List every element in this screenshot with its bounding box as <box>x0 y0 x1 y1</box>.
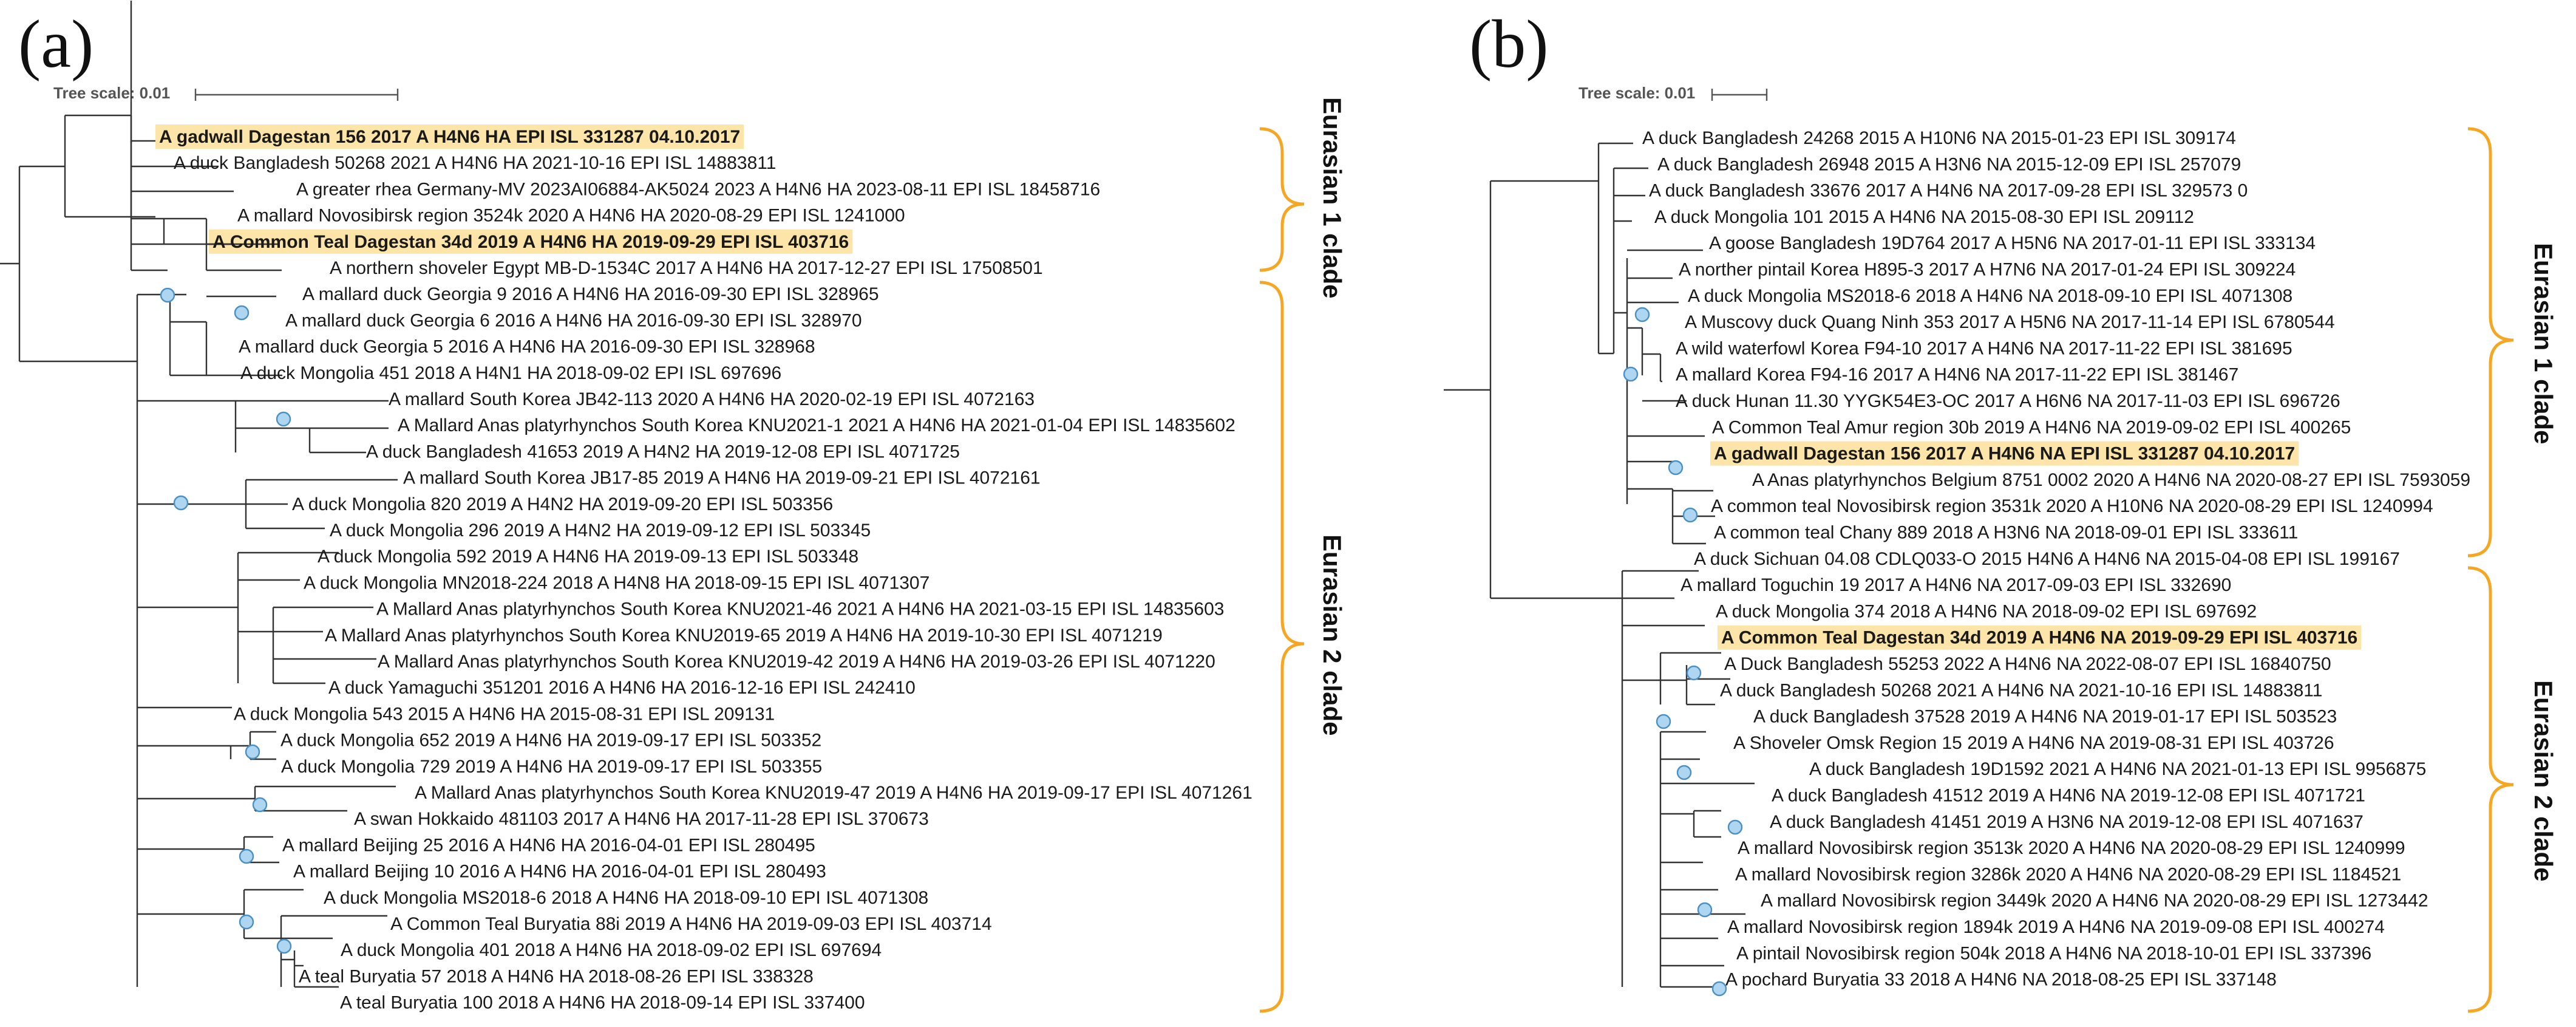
leaf-label: A common teal Novosibirsk region 3531k 2… <box>1711 496 2433 516</box>
leaf-label: A Shoveler Omsk Region 15 2019 A H4N6 NA… <box>1733 733 2334 753</box>
leaf-label: A duck Mongolia MS2018-6 2018 A H4N6 HA … <box>324 888 928 908</box>
leaf-label: A duck Mongolia 592 2019 A H4N6 HA 2019-… <box>318 547 858 567</box>
leaf-label: A Mallard Anas platyrhynchos South Korea… <box>325 626 1163 646</box>
leaf-label: A duck Bangladesh 37528 2019 A H4N6 NA 2… <box>1753 707 2337 727</box>
leaf-label: A common teal Chany 889 2018 A H3N6 NA 2… <box>1714 523 2298 543</box>
leaf-label: A greater rhea Germany-MV 2023AI06884-AK… <box>296 179 1100 199</box>
panel-a-scale-bar <box>194 89 399 101</box>
leaf-label: A duck Bangladesh 26948 2015 A H3N6 NA 2… <box>1657 154 2241 174</box>
leaf-label: A duck Mongolia 451 2018 A H4N1 HA 2018-… <box>240 363 781 383</box>
leaf-label: A mallard duck Georgia 5 2016 A H4N6 HA … <box>239 337 815 357</box>
panel-b-scale-bar <box>1711 89 1768 101</box>
leaf-label: A mallard Toguchin 19 2017 A H4N6 NA 201… <box>1681 575 2231 595</box>
leaf-label: A Duck Bangladesh 55253 2022 A H4N6 NA 2… <box>1724 654 2331 674</box>
leaf-label: A duck Bangladesh 50268 2021 A H4N6 HA 2… <box>174 153 776 173</box>
panel-a-clade-label-2: Eurasian 2 clade <box>1318 534 1347 736</box>
leaf-highlight <box>155 125 744 149</box>
leaf-label: A duck Bangladesh 24268 2015 A H10N6 NA … <box>1642 128 2236 148</box>
leaf-label: A duck Mongolia 543 2015 A H4N6 HA 2015-… <box>234 704 775 724</box>
leaf-label: A Mallard Anas platyrhynchos South Korea… <box>415 783 1252 803</box>
leaf-label: A duck Mongolia 729 2019 A H4N6 HA 2019-… <box>281 757 822 777</box>
leaf-label: A mallard Novosibirsk region 3524k 2020 … <box>237 206 905 226</box>
leaf-label: A Mallard Anas platyrhynchos South Korea… <box>398 415 1235 435</box>
leaf-label: A mallard duck Georgia 9 2016 A H4N6 HA … <box>302 284 879 304</box>
leaf-label: A Mallard Anas platyrhynchos South Korea… <box>376 599 1224 619</box>
panel-b-scale-label: Tree scale: 0.01 <box>1579 84 1695 102</box>
panel-b-tree: (b) Tree scale: 0.01 <box>1444 7 2558 1013</box>
leaf-label: A northern shoveler Egypt MB-D-1534C 201… <box>330 258 1043 278</box>
leaf-highlight <box>1710 441 2299 466</box>
leaf-label: A mallard duck Georgia 6 2016 A H4N6 HA … <box>285 310 862 330</box>
panel-a-clade-braces <box>1259 127 1305 1013</box>
leaf-label: A duck Bangladesh 50268 2021 A H4N6 NA 2… <box>1720 680 2322 700</box>
leaf-label: A norther pintail Korea H895-3 2017 A H7… <box>1679 260 2296 280</box>
leaf-label: A duck Bangladesh 41653 2019 A H4N2 HA 2… <box>366 442 960 462</box>
leaf-label: A duck Mongolia 652 2019 A H4N6 HA 2019-… <box>280 731 821 751</box>
panel-a-scale-label: Tree scale: 0.01 <box>53 84 170 102</box>
panel-b-clade-label-1: Eurasian 1 clade <box>2529 243 2558 445</box>
leaf-label: A mallard Novosibirsk region 1894k 2019 … <box>1727 917 2385 937</box>
leaf-label: A gadwall Dagestan 156 2017 A H4N6 NA EP… <box>1714 444 2295 464</box>
panel-a-support-nodes <box>160 287 292 954</box>
panel-a-tree: (a) Tree scale: 0.01 <box>0 1 1347 1013</box>
leaf-label: A duck Mongolia MS2018-6 2018 A H4N6 NA … <box>1688 286 2292 306</box>
leaf-label: A mallard Korea F94-16 2017 A H4N6 NA 20… <box>1676 365 2238 385</box>
leaf-label: A mallard Novosibirsk region 3513k 2020 … <box>1738 838 2405 858</box>
panel-a-label: (a) <box>18 7 93 82</box>
leaf-label: A Common Teal Dagestan 34d 2019 A H4N6 N… <box>1721 628 2357 648</box>
leaf-label: A duck Bangladesh 41512 2019 A H4N6 NA 2… <box>1772 786 2365 806</box>
leaf-label: A duck Mongolia 296 2019 A H4N2 HA 2019-… <box>330 520 871 541</box>
leaf-label: A teal Buryatia 100 2018 A H4N6 HA 2018-… <box>340 993 865 1013</box>
leaf-label: A pochard Buryatia 33 2018 A H4N6 NA 201… <box>1725 970 2277 990</box>
leaf-label: A mallard Beijing 25 2016 A H4N6 HA 2016… <box>282 835 815 855</box>
panel-b-clade-label-2: Eurasian 2 clade <box>2529 680 2558 882</box>
leaf-label: A Common Teal Buryatia 88i 2019 A H4N6 H… <box>390 914 992 934</box>
panel-b-support-nodes <box>1623 307 1743 997</box>
leaf-label: A Common Teal Dagestan 34d 2019 A H4N6 H… <box>212 232 849 252</box>
leaf-label: A Anas platyrhynchos Belgium 8751 0002 2… <box>1752 470 2470 490</box>
leaf-label: A wild waterfowl Korea F94-10 2017 A H4N… <box>1676 338 2292 358</box>
leaf-label: A duck Hunan 11.30 YYGK54E3-OC 2017 A H6… <box>1676 391 2340 411</box>
leaf-label: A swan Hokkaido 481103 2017 A H4N6 HA 20… <box>354 809 929 829</box>
leaf-label: A pintail Novosibirsk region 504k 2018 A… <box>1736 943 2371 963</box>
leaf-label: A duck Mongolia 374 2018 A H4N6 NA 2018-… <box>1716 601 2257 621</box>
leaf-label: A mallard South Korea JB42-113 2020 A H4… <box>389 389 1035 409</box>
leaf-label: A Common Teal Amur region 30b 2019 A H4N… <box>1712 417 2351 437</box>
leaf-label: A duck Bangladesh 19D1592 2021 A H4N6 NA… <box>1809 759 2426 779</box>
panel-a-branches <box>0 1 398 988</box>
panel-b-clade-braces <box>2467 127 2514 1013</box>
panel-b-leaf-labels: A duck Bangladesh 24268 2015 A H10N6 NA … <box>1642 128 2470 990</box>
leaf-label: A teal Buryatia 57 2018 A H4N6 HA 2018-0… <box>299 966 814 986</box>
leaf-highlight <box>209 229 853 254</box>
leaf-label: A duck Mongolia MN2018-224 2018 A H4N8 H… <box>304 573 929 593</box>
panel-a-clade-label-1: Eurasian 1 clade <box>1318 97 1347 299</box>
leaf-label: A duck Bangladesh 41451 2019 A H3N6 NA 2… <box>1770 812 2364 832</box>
leaf-label: A Mallard Anas platyrhynchos South Korea… <box>378 652 1215 672</box>
leaf-label: A duck Sichuan 04.08 CDLQ033-O 2015 H4N6… <box>1694 549 2400 569</box>
leaf-label: A duck Mongolia 401 2018 A H4N6 HA 2018-… <box>341 940 882 960</box>
leaf-label: A mallard Beijing 10 2016 A H4N6 HA 2016… <box>293 862 826 882</box>
panel-b-label: (b) <box>1469 7 1549 82</box>
leaf-highlight <box>1718 625 2362 650</box>
leaf-label: A duck Mongolia 820 2019 A H4N2 HA 2019-… <box>292 494 833 514</box>
leaf-label: A duck Mongolia 101 2015 A H4N6 NA 2015-… <box>1654 207 2194 227</box>
leaf-label: A gadwall Dagestan 156 2017 A H4N6 HA EP… <box>159 127 740 147</box>
leaf-label: A goose Bangladesh 19D764 2017 A H5N6 NA… <box>1709 233 2316 253</box>
leaf-label: A mallard South Korea JB17-85 2019 A H4N… <box>403 468 1041 488</box>
leaf-label: A Muscovy duck Quang Ninh 353 2017 A H5N… <box>1685 312 2335 332</box>
leaf-label: A mallard Novosibirsk region 3449k 2020 … <box>1761 891 2428 911</box>
leaf-label: A mallard Novosibirsk region 3286k 2020 … <box>1735 864 2401 884</box>
leaf-label: A duck Yamaguchi 351201 2016 A H4N6 HA 2… <box>328 678 916 698</box>
leaf-label: A duck Bangladesh 33676 2017 A H4N6 NA 2… <box>1649 181 2248 201</box>
panel-a-leaf-labels: A gadwall Dagestan 156 2017 A H4N6 HA EP… <box>159 127 1252 1013</box>
panel-b-branches <box>1444 142 1755 988</box>
